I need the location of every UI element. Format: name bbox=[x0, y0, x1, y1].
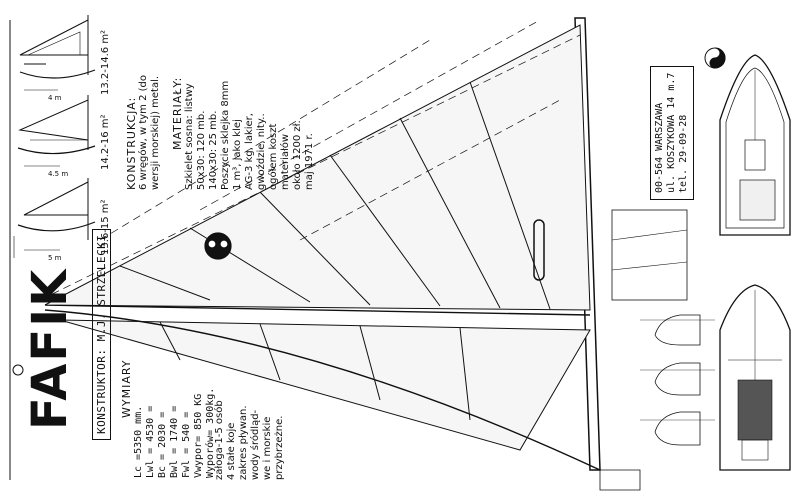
construction-line: 6 wręgów, w tym 2 (do bbox=[138, 74, 149, 190]
address-line: 00-564 WARSZAWA bbox=[654, 102, 665, 193]
dimension-line: Lc =5350 mm. bbox=[133, 405, 144, 478]
dimensions-heading: WYMIARY bbox=[120, 359, 133, 418]
note-line: 4 stałe koje bbox=[226, 422, 237, 480]
materials-heading: MATERIAŁY: bbox=[171, 76, 184, 150]
material-line: około 1200 zł. bbox=[292, 120, 303, 190]
sail-area-2: 14.2-16 m² bbox=[100, 114, 111, 170]
material-line: 1 m³, jako klej bbox=[232, 119, 243, 190]
dimension-line: Fwl = 540 = bbox=[181, 411, 192, 478]
material-line: materiałów bbox=[280, 133, 291, 190]
hull-top-view-2 bbox=[719, 284, 791, 471]
note-line: wody śródląd- bbox=[250, 409, 261, 480]
note-line: załoga-1-5 osób bbox=[214, 400, 225, 480]
dimension-line: Bwl = 1740 = bbox=[169, 405, 180, 478]
boat-title: FAFIK bbox=[22, 267, 78, 430]
hull-cross-sections bbox=[640, 314, 715, 446]
rig-scale-label-2: 4.5 m bbox=[48, 170, 69, 178]
rig-variant-2-thumbnail bbox=[17, 95, 96, 167]
material-line: ogółem koszt bbox=[268, 123, 279, 190]
main-sail-plan bbox=[39, 17, 688, 491]
sail-area-3: 13.6-15 m² bbox=[100, 199, 111, 255]
construction-heading: KONSTRUKCJA: bbox=[125, 96, 138, 190]
construction-line: wersji morskiej) metal. bbox=[150, 75, 161, 190]
rig-variant-1-thumbnail bbox=[19, 15, 96, 91]
rig-variant-3-thumbnail bbox=[13, 178, 96, 258]
material-line: AG-3 kg, lakier, bbox=[244, 113, 255, 190]
dimensions-lines: Lc =5350 mm. Lwl = 4530 = Bc = 2030 = Bw… bbox=[133, 359, 217, 478]
notes-block: załoga-1-5 osób 4 stałe koje zakres pływ… bbox=[214, 400, 286, 480]
dimension-line: Bc = 2030 = bbox=[157, 411, 168, 478]
rig-scale-label-3: 5 m bbox=[48, 254, 62, 262]
materials-block: MATERIAŁY: Szkielet sosna: listwy 50x30:… bbox=[171, 76, 316, 190]
yin-yang-logo bbox=[704, 47, 726, 69]
construction-block: KONSTRUKCJA: 6 wręgów, w tym 2 (do wersj… bbox=[125, 74, 162, 190]
material-line: Poszycie sklejka 8mm bbox=[220, 80, 231, 190]
dimension-line: Lwl = 4530 = bbox=[145, 405, 156, 478]
address-line: tel. 29-09-28 bbox=[678, 114, 689, 193]
note-line: we i morskie bbox=[262, 416, 273, 480]
note-line: przybrzeżne. bbox=[274, 415, 285, 480]
hull-top-view-1 bbox=[719, 54, 791, 236]
rig-scale-label-1: 4 m bbox=[48, 94, 62, 102]
material-line: gwoździe, nity.. bbox=[256, 113, 267, 190]
material-line: 50x30: 120 mb. bbox=[196, 110, 207, 190]
dimensions-block: WYMIARY Lc =5350 mm. Lwl = 4530 = Bc = 2… bbox=[120, 359, 217, 478]
address-line: ul. KOSZYKOWA 14 m.7 bbox=[666, 72, 677, 193]
cat-emblem bbox=[204, 232, 232, 260]
sail-area-1: 13.2-14.6 m² bbox=[100, 29, 111, 95]
address-box: 00-564 WARSZAWA ul. KOSZYKOWA 14 m.7 tel… bbox=[650, 65, 694, 200]
material-line: 140x30: 25 mb. bbox=[208, 110, 219, 190]
material-line: maj 1971 r. bbox=[304, 133, 315, 190]
dimension-line: Vwypor= 850 KG bbox=[193, 393, 204, 478]
material-line: Szkielet sosna: listwy bbox=[184, 83, 195, 190]
designer-label: KONSTRUKTOR: M.J. STRZELECKI bbox=[92, 228, 111, 440]
note-line: zakres pływan. bbox=[238, 405, 249, 480]
